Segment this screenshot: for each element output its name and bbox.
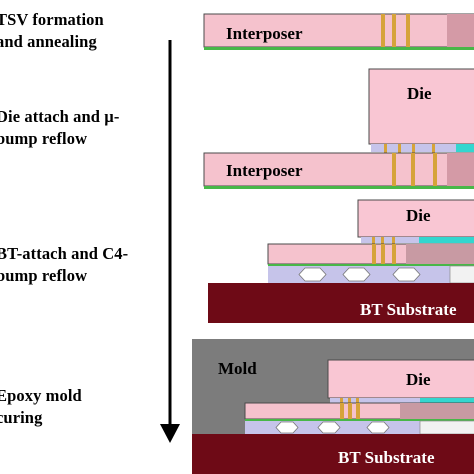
c4-bump [392, 267, 421, 282]
step-label-epoxy-mold: Epoxy mold curing [0, 386, 82, 427]
c4-bump [342, 267, 371, 282]
bt-substrate-label: BT Substrate [360, 300, 457, 319]
step-label-bt-attach: BT-attach and C4- bump reflow [0, 244, 129, 285]
c4-bump [366, 421, 390, 434]
process-flow-arrow [160, 40, 180, 443]
interposer-label: Interposer [226, 24, 303, 43]
micro-bump [348, 398, 351, 404]
tsv-via [392, 153, 396, 186]
mold-label: Mold [218, 359, 257, 378]
tsv-via [411, 153, 415, 186]
micro-bump [398, 144, 401, 153]
green-bottom-layer [204, 186, 474, 189]
tsv-via [433, 153, 437, 186]
tsv-via [372, 244, 376, 264]
underfill-layer [371, 144, 474, 152]
bt-substrate [208, 283, 474, 323]
interposer-label: Interposer [226, 161, 303, 180]
interposer-layer [203, 13, 474, 48]
green-bottom-layer [204, 47, 474, 50]
underfill-layer [330, 398, 474, 403]
arrow-head [160, 424, 180, 443]
bt-substrate-label: BT Substrate [338, 448, 435, 467]
tsv-via [392, 244, 396, 264]
bt-substrate [192, 434, 474, 474]
step-label-tsv-formation: TSV formation and annealing [0, 10, 104, 51]
micro-bump [372, 237, 375, 244]
micro-bump [432, 144, 435, 153]
micro-bump [412, 144, 415, 153]
tsv-via [381, 244, 385, 264]
c4-bump [317, 421, 341, 434]
c4-bump [298, 267, 327, 282]
green-bottom-layer [245, 419, 474, 421]
tsv-via [348, 403, 352, 419]
tsv-via [392, 14, 396, 47]
c4-bump [275, 421, 299, 434]
micro-bump [392, 237, 395, 244]
cyan-layer [420, 398, 474, 403]
green-bottom-layer [268, 264, 474, 266]
tsv-via [340, 403, 344, 419]
step-label-die-attach: Die attach and µ- bump reflow [0, 107, 120, 148]
cyan-layer [419, 237, 474, 243]
white-region [419, 420, 474, 435]
micro-bump [384, 144, 387, 153]
tsv-via [381, 14, 385, 47]
interposer-shaded-region [447, 14, 474, 47]
white-region [449, 265, 474, 284]
tsv-via [406, 14, 410, 47]
stage-epoxy-mold: Mold Die BT Substrate [192, 339, 474, 474]
interposer-layer [203, 152, 474, 187]
stage-die-attach: Die Interposer [203, 68, 474, 189]
die-label: Die [406, 370, 431, 389]
die-label: Die [406, 206, 431, 225]
interposer-shaded-region [406, 244, 474, 264]
die-block [327, 359, 474, 399]
tsv-via [356, 403, 360, 419]
cyan-layer [456, 144, 474, 152]
die-label: Die [407, 84, 432, 103]
interposer-shaded-region [447, 153, 474, 186]
stage-bt-attach: Die BT Substrate [208, 199, 474, 323]
micro-bump [340, 398, 343, 404]
micro-bump [381, 237, 384, 244]
die-block [368, 68, 474, 145]
die-block [357, 199, 474, 238]
interposer-shaded-region [400, 403, 474, 419]
micro-bump [356, 398, 359, 404]
stage-tsv-formation: Interposer [203, 13, 474, 50]
underfill-layer [361, 237, 474, 243]
